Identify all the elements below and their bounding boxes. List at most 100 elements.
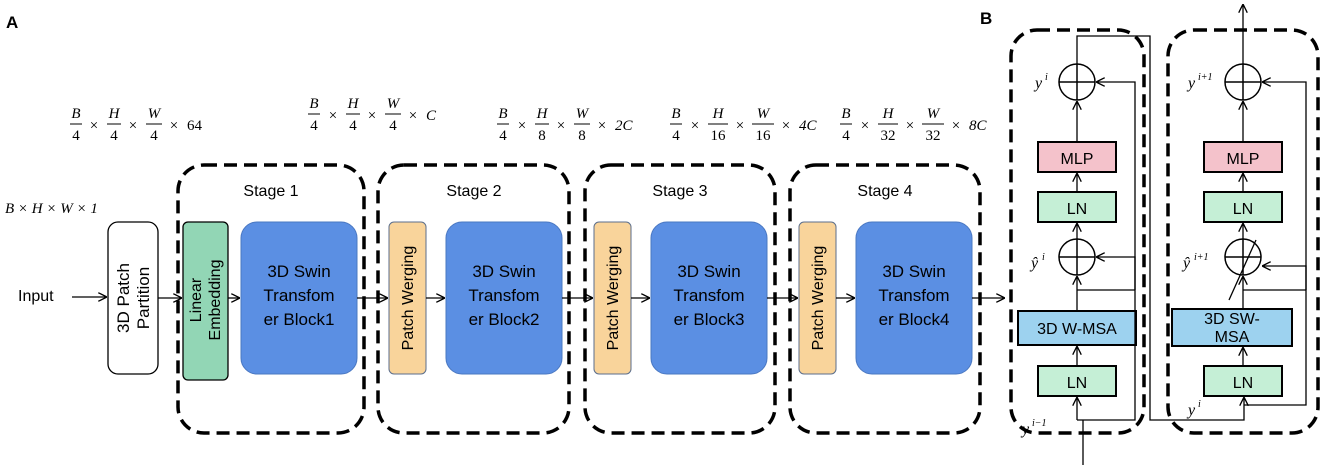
y-mid-sup-1: i [1042,252,1045,263]
svg-text:H: H [108,106,121,122]
ln-top-label-1: LN [1067,201,1087,218]
stage-1-title: Stage 1 [243,183,298,200]
dims-stage3: B 4 × H 16 × W 16 × 4C [670,106,818,144]
svg-text:×: × [518,118,526,134]
dims-stage2: B 4 × H 8 × W 8 × 2C [497,106,634,144]
svg-text:×: × [90,118,98,134]
svg-text:8C: 8C [969,118,988,134]
swin-block-2-line1: 3D Swin [472,262,535,281]
ln-bottom-label-1: LN [1067,375,1087,392]
swin-block-3-line1: 3D Swin [677,262,740,281]
patch-merging-2-label: Patch Werging [400,246,417,351]
svg-text:H: H [536,106,549,122]
svg-text:4: 4 [389,118,397,134]
input-label: Input [18,288,54,305]
y-in-sup-2: i [1198,399,1201,410]
svg-text:C: C [426,108,437,124]
swin-block-2-line2: Transfom [468,286,539,305]
svg-text:H: H [347,96,360,112]
svg-text:×: × [329,108,337,124]
ln-top-label-2: LN [1233,201,1253,218]
svg-text:W: W [757,106,771,122]
svg-text:×: × [598,118,606,134]
patch-merging-3-label: Patch Werging [605,246,622,351]
panel-b-label: B [980,9,992,28]
swin-block-3-line3: er Block3 [674,310,745,329]
stage-3-title: Stage 3 [652,183,707,200]
svg-text:32: 32 [926,128,941,144]
swin-block-4-line3: er Block4 [879,310,950,329]
svg-text:B: B [309,96,318,112]
patch-partition-label: 3D PatchPartition [114,263,153,333]
y-out-sup-1: i [1045,72,1048,83]
stage-1-frame [176,163,366,435]
mlp-box-2 [1203,141,1283,173]
y-mid-sup-2: i+1 [1194,252,1209,263]
linear-embedding-box [182,221,229,381]
dims-stage4: B 4 × H 32 × W 32 × 8C [840,106,988,144]
stage-4-title: Stage 4 [857,183,912,200]
y-in-1: y [1020,421,1030,438]
msa-label-1: 3D W-MSA [1037,321,1117,338]
svg-text:4: 4 [842,128,850,144]
svg-text:4: 4 [499,128,507,144]
svg-text:4: 4 [672,128,680,144]
stage-2-title: Stage 2 [446,183,501,200]
svg-text:4: 4 [349,118,357,134]
svg-text:16: 16 [756,128,772,144]
msa-label-2a: 3D SW- [1204,311,1260,328]
dims-embedding: B 4 × H 4 × W 4 × 64 [70,106,203,144]
y-in-2: y [1186,402,1196,419]
svg-text:×: × [368,108,376,124]
svg-text:16: 16 [711,128,727,144]
svg-text:×: × [409,108,417,124]
svg-text:×: × [129,118,137,134]
swin-block-1-line2: Transfom [263,286,334,305]
svg-text:8: 8 [578,128,586,144]
y-out-sup-2: i+1 [1198,72,1213,83]
svg-text:B: B [841,106,850,122]
msa-label-2b: MSA [1215,329,1250,346]
swin-block-2-line3: er Block2 [469,310,540,329]
svg-text:B: B [71,106,80,122]
svg-text:4: 4 [72,128,80,144]
msa-box-2 [1171,308,1293,347]
block-2: MLP LN 3D SW- MSA LN y i+1 ŷ i+1 y i [1171,5,1307,419]
svg-text:B: B [671,106,680,122]
svg-text:W: W [576,106,590,122]
svg-text:W: W [148,106,162,122]
swin-block-3-line2: Transfom [673,286,744,305]
svg-text:B: B [498,106,507,122]
y-out-2: y [1186,75,1196,92]
swin-block-1-line3: er Block1 [264,310,335,329]
svg-text:W: W [387,96,401,112]
patch-merging-4-label: Patch Werging [810,246,827,351]
svg-text:×: × [736,118,744,134]
svg-text:64: 64 [187,118,203,134]
svg-text:×: × [782,118,790,134]
swin-block-4-line1: 3D Swin [882,262,945,281]
svg-text:4C: 4C [799,118,818,134]
svg-text:4: 4 [110,128,118,144]
ln-bottom-label-2: LN [1233,375,1253,392]
svg-text:H: H [882,106,895,122]
svg-text:8: 8 [538,128,546,144]
stage-2-frame [376,163,571,435]
y-out-1: y [1033,75,1043,92]
svg-text:×: × [170,118,178,134]
svg-text:2C: 2C [615,118,634,134]
mlp-label-2: MLP [1227,151,1260,168]
svg-text:4: 4 [310,118,318,134]
svg-text:×: × [861,118,869,134]
svg-text:×: × [557,118,565,134]
swin-block-4-line2: Transfom [878,286,949,305]
y-mid-2: ŷ [1181,255,1191,272]
ln-top-box-2 [1203,191,1283,223]
input-dims: B × H × W × 1 [5,201,98,217]
svg-text:×: × [906,118,914,134]
svg-text:W: W [927,106,941,122]
svg-text:×: × [952,118,960,134]
svg-text:×: × [691,118,699,134]
